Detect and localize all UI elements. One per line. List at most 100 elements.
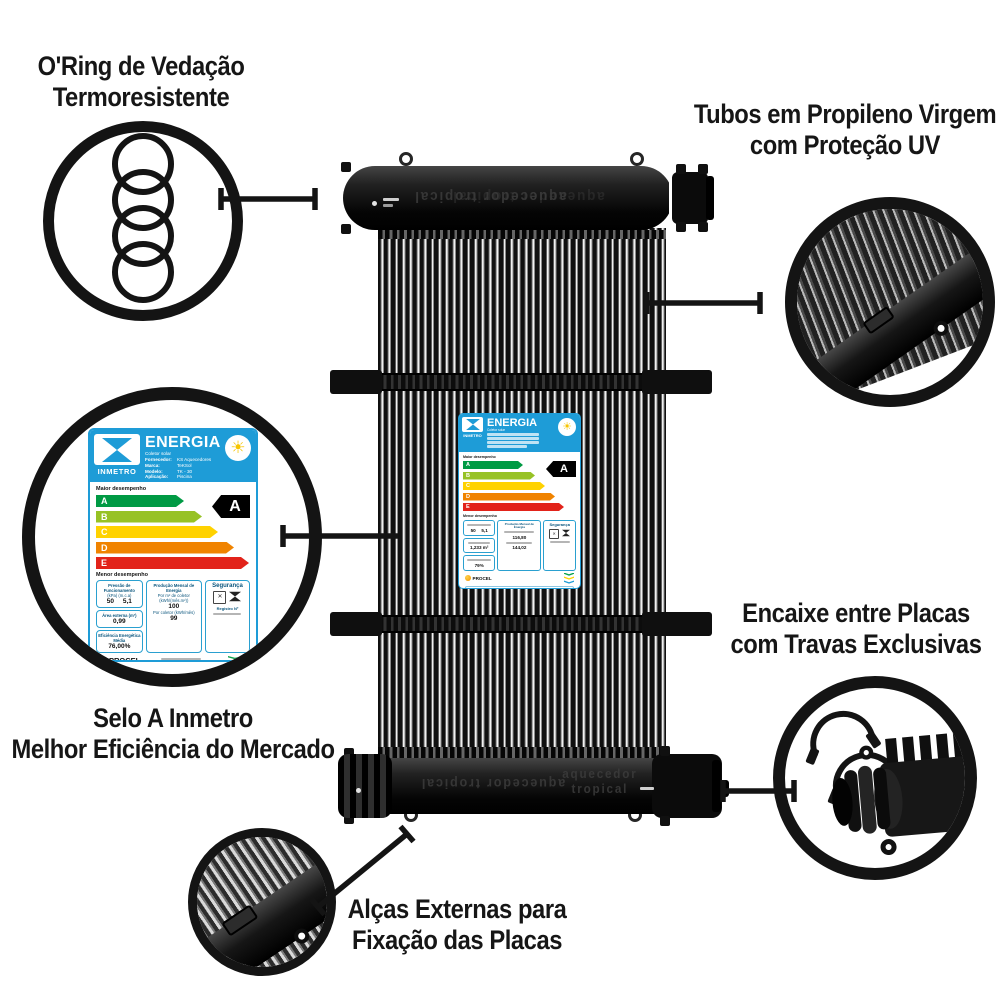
manifold-tab: [341, 224, 351, 234]
plate-junction-band-2: [372, 615, 672, 633]
junction-lock-left-2: [330, 612, 382, 636]
production-title: Produção Mensal de Energia: [153, 583, 195, 593]
manifold-detail-dash: [640, 787, 654, 790]
production-line1: Por m² de coletor (kWh/(mês.m²)): [157, 593, 190, 603]
certification-icons: ✕: [207, 591, 248, 604]
embossed-text: aquecedor tropical: [451, 188, 605, 205]
label-logos-row: PROCEL: [463, 572, 576, 585]
label-line: O'Ring de Vedação: [37, 51, 245, 81]
label-line: com Proteção UV: [749, 130, 941, 160]
embossed-line: tropical: [571, 781, 629, 796]
callout-selo-label: Selo A Inmetro Melhor Eficiência do Merc…: [11, 703, 334, 765]
efficiency-title: Eficiência Energética Média: [98, 633, 141, 643]
clip-arc-icon: [810, 710, 876, 757]
energy-label-small: INMETRO ENERGIA Coletor solar ☀ Maior de…: [458, 413, 581, 589]
coupling-stub: [721, 780, 729, 797]
coupling-clip: [698, 222, 708, 232]
coupling-clip: [344, 814, 354, 824]
production-title: Produção Mensal de Energia: [504, 521, 534, 530]
tiny-text-line: [161, 661, 201, 662]
manifold-detail-dot: [372, 201, 377, 206]
efficiency-box: Eficiência Energética Média 76,00%: [96, 630, 143, 653]
sun-icon: ☀: [558, 418, 576, 436]
coupling-clip: [660, 746, 670, 756]
safety-box: Segurança ✕: [543, 520, 576, 571]
production-line2: Por coletor (kWh/mês): [152, 610, 195, 615]
coupling-clip: [676, 164, 686, 174]
callout-alcas-label: Alças Externas para Fixação das Placas: [348, 894, 567, 956]
energy-label-body: Maior desempenho A B C D E A Menor desem…: [90, 482, 256, 662]
pressure-values: 50 5,1: [465, 528, 493, 534]
bar-A: A: [463, 461, 523, 469]
info-line: [487, 437, 539, 440]
info-value: KS Aquecedores: [177, 457, 212, 462]
callout-encaixe-label: Encaixe entre Placas com Travas Exclusiv…: [731, 598, 982, 660]
tiny-text-line: [467, 559, 492, 561]
label-info-lines: [487, 433, 539, 449]
manifold-detail-dash: [383, 198, 399, 201]
efficiency-bars: A B C D E A: [463, 461, 576, 512]
registro-label: Registro Nº: [216, 606, 239, 611]
inmetro-mark-icon: [562, 529, 571, 537]
inmetro-brand: INMETRO: [463, 433, 482, 438]
info-line: [487, 441, 539, 444]
area-box: 1,233 m²: [463, 537, 496, 553]
info-key: Marca:: [145, 462, 160, 468]
label-logos-row: PROCEL: [96, 656, 250, 662]
info-value: TK - 30: [177, 468, 193, 474]
procel-logo: PROCEL: [98, 656, 140, 660]
procel-bulb-icon: [465, 575, 471, 582]
production-box: Produção Mensal de Energia Por m² de col…: [145, 580, 202, 653]
rating-A-badge: A: [212, 495, 250, 518]
oring: [112, 241, 174, 303]
production-per-collector: 144,02: [512, 545, 527, 551]
pressure-kpa: 50: [106, 598, 115, 605]
label-line: com Travas Exclusivas: [730, 629, 982, 659]
menor-desempenho: Menor desempenho: [463, 514, 497, 518]
bar-B: B: [463, 472, 535, 480]
bottom-left-coupling: [338, 754, 392, 818]
inmetro-mark-icon: [229, 591, 242, 602]
maior-desempenho: Maior desempenho: [96, 486, 147, 492]
pressure-box: 50 5,1: [463, 520, 496, 536]
bar-B: B: [96, 511, 202, 523]
menor-desempenho: Menor desempenho: [96, 572, 148, 578]
label-line: Tubos em Propileno Virgem: [693, 99, 997, 129]
safety-title: Segurança: [549, 521, 570, 527]
callout-tubos-label: Tubos em Propileno Virgem com Proteção U…: [693, 99, 997, 161]
inmetro-logo-icon: [462, 417, 483, 432]
registro-line: [549, 541, 570, 544]
oring-detail-circle: [43, 121, 243, 321]
pressure-kpa: 50: [470, 527, 476, 533]
procel-logo: PROCEL: [465, 575, 492, 582]
info-key: Fornecedor:: [145, 457, 172, 462]
pressure-values: 50 5,1: [98, 598, 141, 605]
safety-box: Segurança ✕ Registro Nº: [204, 580, 250, 653]
info-line: [487, 433, 539, 436]
info-value: Piscina: [177, 474, 192, 480]
coupling-clip: [344, 748, 354, 758]
pressure-mca: 5,1: [481, 527, 488, 533]
pressure-units: (kPa) (m.c.a): [107, 593, 132, 598]
coupling-clip: [660, 816, 670, 826]
area-title: Área externa (m²): [102, 613, 137, 618]
eco-chevron: [564, 576, 574, 580]
manifold-detail-dot: [356, 788, 361, 793]
label-line: Encaixe entre Placas: [742, 598, 970, 628]
coupling-clip: [698, 164, 708, 174]
eco-logo: [222, 656, 248, 660]
tube-open-end: [797, 369, 833, 395]
coupling-endcap: [712, 760, 721, 812]
tiny-text-line: [468, 541, 491, 544]
label-footer: [465, 586, 574, 588]
embossed-text: aquecedor tropical: [420, 776, 566, 792]
registro-number-line: [213, 612, 242, 615]
hanging-eyelet: [630, 152, 644, 166]
efficiency-value: 79%: [474, 562, 484, 568]
inmetro-logo-icon: [94, 434, 140, 465]
tube-sockets-top: [378, 230, 666, 239]
hanging-eyelet: [399, 152, 413, 166]
tiny-text-line: [467, 524, 492, 526]
clips-illustration: [805, 710, 965, 856]
inmetro-glyph-icon: [102, 437, 132, 462]
